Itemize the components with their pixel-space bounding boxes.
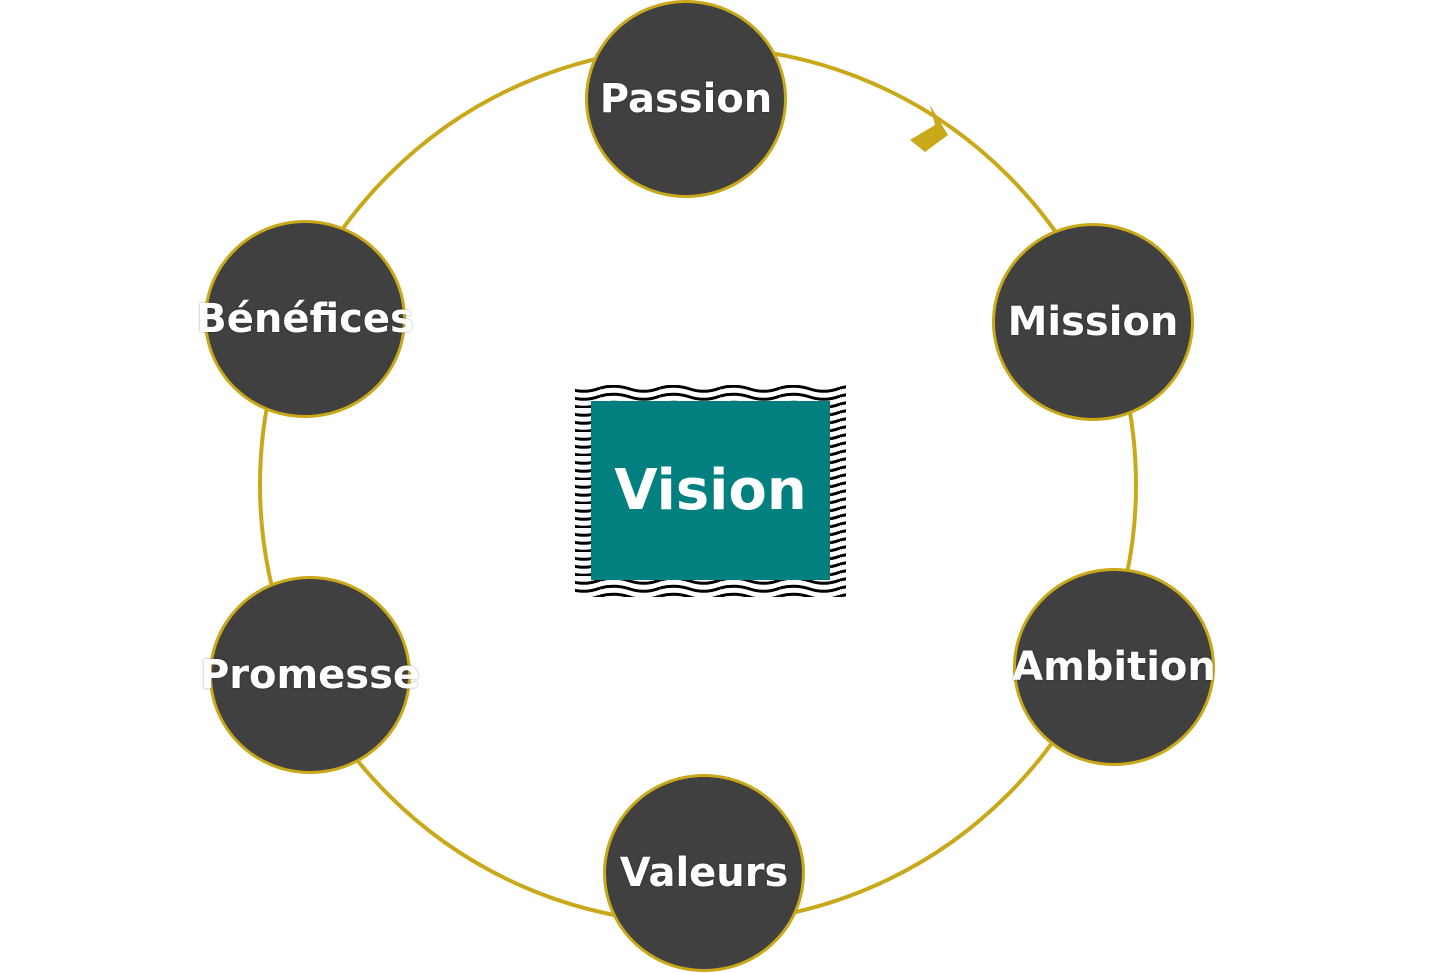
node-passion: Passion: [585, 0, 787, 198]
node-mission: Mission: [992, 223, 1194, 421]
node-benefices: Bénéfices: [196, 220, 414, 418]
node-label: Ambition: [1012, 644, 1216, 690]
center-vision-box: Vision: [591, 401, 830, 580]
center-label: Vision: [614, 458, 807, 523]
node-promesse: Promesse: [200, 576, 420, 774]
node-label: Mission: [1007, 299, 1179, 345]
node-label: Bénéfices: [196, 296, 414, 342]
node-label: Valeurs: [619, 850, 789, 896]
direction-arrow-icon: [910, 105, 948, 152]
node-label: Passion: [599, 76, 773, 122]
node-valeurs: Valeurs: [603, 774, 805, 972]
node-ambition: Ambition: [1012, 568, 1216, 766]
node-label: Promesse: [199, 652, 421, 698]
